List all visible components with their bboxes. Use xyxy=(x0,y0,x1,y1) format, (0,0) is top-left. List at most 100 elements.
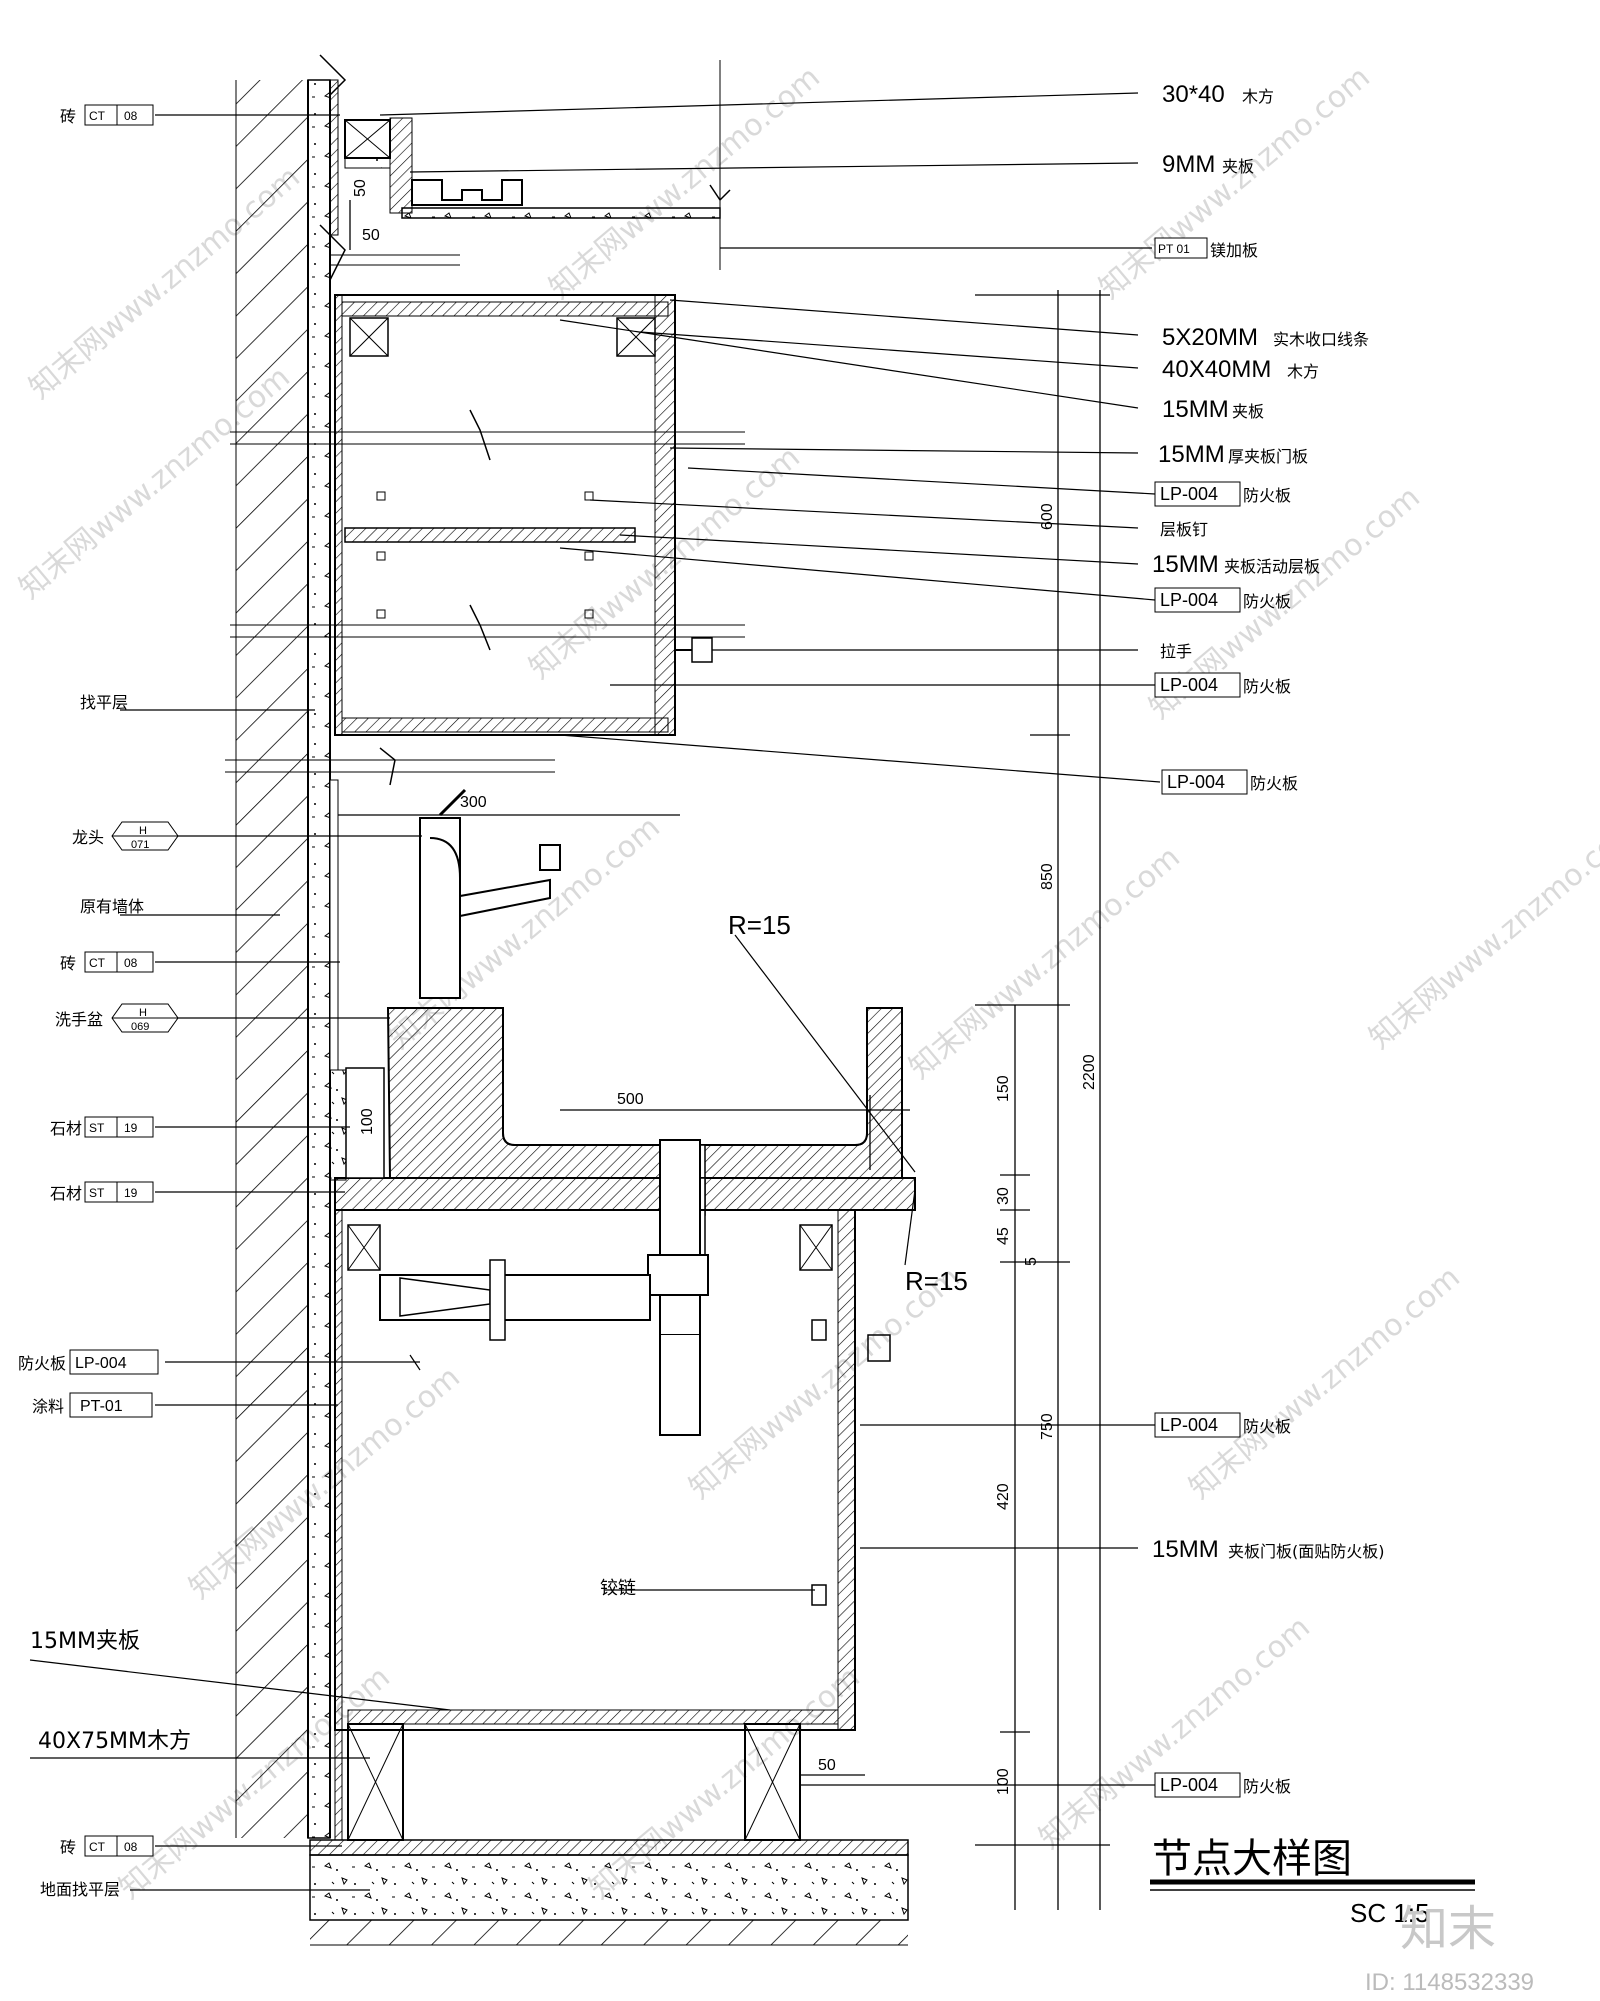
drawing-scale: SC 1:5 xyxy=(1350,1898,1430,1928)
svg-text:防火板: 防火板 xyxy=(1243,592,1291,611)
left-label-3: 原有墙体 xyxy=(80,897,144,916)
dim-50-horizontal: 50 xyxy=(362,227,380,244)
upper-cabinet xyxy=(225,294,745,773)
svg-text:防火板: 防火板 xyxy=(1243,1417,1291,1436)
right-label-6: 15MM xyxy=(1158,441,1225,468)
radius-label-bottom: R=15 xyxy=(905,1266,968,1296)
svg-text:071: 071 xyxy=(131,839,149,851)
hinge-label: 铰链 xyxy=(600,1578,636,1599)
svg-text:CT: CT xyxy=(89,1840,106,1854)
dim-750: 750 xyxy=(1039,1413,1056,1440)
faucet xyxy=(419,788,561,999)
left-label-0: 砖 xyxy=(60,107,76,126)
dim-100-bottom: 100 xyxy=(995,1768,1012,1795)
svg-text:CT: CT xyxy=(89,109,106,123)
svg-text:厚夹板门板: 厚夹板门板 xyxy=(1228,447,1308,466)
ceiling xyxy=(330,60,721,270)
dim-50-base: 50 xyxy=(818,1757,836,1774)
right-label-3: 5X20MM xyxy=(1162,324,1258,351)
watermark-text: 知末网www.znzmo.com xyxy=(1363,810,1600,1056)
left-label-9: 涂料 xyxy=(32,1397,64,1416)
left-label-12: 砖 xyxy=(60,1838,76,1857)
svg-text:夹板: 夹板 xyxy=(1222,157,1254,176)
dim-600: 600 xyxy=(1039,503,1056,530)
left-label-2: 龙头 xyxy=(72,828,104,847)
brand-logo: 知末 xyxy=(1400,1901,1496,1957)
left-label-10: 15MM夹板 xyxy=(30,1629,140,1654)
left-label-6: 石材 xyxy=(50,1119,82,1138)
left-label-1: 找平层 xyxy=(80,693,128,712)
svg-text:实木收口线条: 实木收口线条 xyxy=(1273,330,1369,349)
inner-labels: 铰链 R=15 R=15 xyxy=(600,910,968,1599)
dim-100-top: 100 xyxy=(359,1108,376,1135)
right-label-5: 15MM xyxy=(1162,396,1229,423)
svg-text:LP-004: LP-004 xyxy=(75,1355,127,1372)
svg-text:木方: 木方 xyxy=(1242,87,1274,106)
svg-text:防火板: 防火板 xyxy=(1243,677,1291,696)
left-label-8: 防火板 xyxy=(18,1354,66,1373)
radius-label-top: R=15 xyxy=(728,910,791,940)
lower-cabinet xyxy=(334,1139,891,1841)
dim-5: 5 xyxy=(1023,1257,1040,1266)
dim-2200: 2200 xyxy=(1081,1054,1098,1090)
dim-300: 300 xyxy=(460,794,487,811)
dim-500: 500 xyxy=(617,1091,644,1108)
title-block: 节点大样图 SC 1:5 知末 ID: 1148532339 xyxy=(1150,1836,1534,1996)
left-label-7: 石材 xyxy=(50,1184,82,1203)
right-label-0: 30*40 xyxy=(1162,81,1225,108)
watermark-text: 知末网www.znzmo.com xyxy=(683,1260,967,1506)
svg-text:ST: ST xyxy=(89,1186,105,1200)
right-label-13: LP-004 xyxy=(1167,772,1225,792)
right-label-7: LP-004 xyxy=(1160,484,1218,504)
right-label-4: 40X40MM xyxy=(1162,356,1271,383)
svg-text:08: 08 xyxy=(124,109,138,123)
svg-text:H: H xyxy=(139,1007,147,1019)
right-label-16: LP-004 xyxy=(1160,1775,1218,1795)
svg-text:防火板: 防火板 xyxy=(1250,774,1298,793)
left-label-5: 洗手盆 xyxy=(55,1010,103,1029)
dim-150: 150 xyxy=(995,1075,1012,1102)
right-label-11: 拉手 xyxy=(1160,642,1192,661)
svg-text:夹板: 夹板 xyxy=(1232,402,1264,421)
right-labels: 30*40 木方 9MM 夹板 PT 01 镁加板 5X20MM 实木收口线条 … xyxy=(1152,81,1385,1798)
leader-lines xyxy=(29,92,1161,1891)
svg-text:镁加板: 镁加板 xyxy=(1210,241,1258,260)
right-label-2: PT 01 xyxy=(1158,242,1190,256)
watermark-text: 知末网www.znzmo.com xyxy=(1093,60,1377,306)
right-label-1: 9MM xyxy=(1162,151,1215,178)
svg-text:PT-01: PT-01 xyxy=(80,1398,123,1415)
svg-text:08: 08 xyxy=(124,1840,138,1854)
svg-text:19: 19 xyxy=(124,1186,138,1200)
watermark-text: 知末网www.znzmo.com xyxy=(1033,1610,1317,1856)
drawing-title: 节点大样图 xyxy=(1152,1836,1352,1882)
svg-text:08: 08 xyxy=(124,956,138,970)
svg-text:H: H xyxy=(139,825,147,837)
dim-50-vertical: 50 xyxy=(352,179,369,197)
watermark-text: 知末网www.znzmo.com xyxy=(1183,1260,1467,1506)
break-lines xyxy=(319,54,731,786)
dim-850: 850 xyxy=(1039,863,1056,890)
floor xyxy=(309,1839,909,1946)
right-label-15: 15MM xyxy=(1152,1536,1219,1563)
left-labels: 砖 CT 08 找平层 龙头 H 071 原有墙体 砖 CT 08 洗手盆 H … xyxy=(18,104,191,1899)
dimension-text: 50 50 300 500 100 600 850 2200 150 30 45… xyxy=(352,179,1098,1795)
right-label-14: LP-004 xyxy=(1160,1415,1218,1435)
right-label-8: 层板钉 xyxy=(1160,520,1208,539)
svg-text:夹板门板(面贴防火板): 夹板门板(面贴防火板) xyxy=(1228,1542,1385,1561)
right-label-10: LP-004 xyxy=(1160,590,1218,610)
svg-text:木方: 木方 xyxy=(1287,362,1319,381)
svg-text:CT: CT xyxy=(89,956,106,970)
dim-420: 420 xyxy=(995,1483,1012,1510)
right-label-12: LP-004 xyxy=(1160,675,1218,695)
left-label-4: 砖 xyxy=(60,954,76,973)
right-label-9: 15MM xyxy=(1152,551,1219,578)
svg-text:ST: ST xyxy=(89,1121,105,1135)
existing-wall xyxy=(235,79,347,1839)
image-id: ID: 1148532339 xyxy=(1365,1969,1534,1996)
svg-text:防火板: 防火板 xyxy=(1243,1777,1291,1796)
watermark-text: 知末网www.znzmo.com xyxy=(543,60,827,306)
svg-text:19: 19 xyxy=(124,1121,138,1135)
dim-30: 30 xyxy=(995,1187,1012,1205)
dim-45: 45 xyxy=(995,1227,1012,1245)
